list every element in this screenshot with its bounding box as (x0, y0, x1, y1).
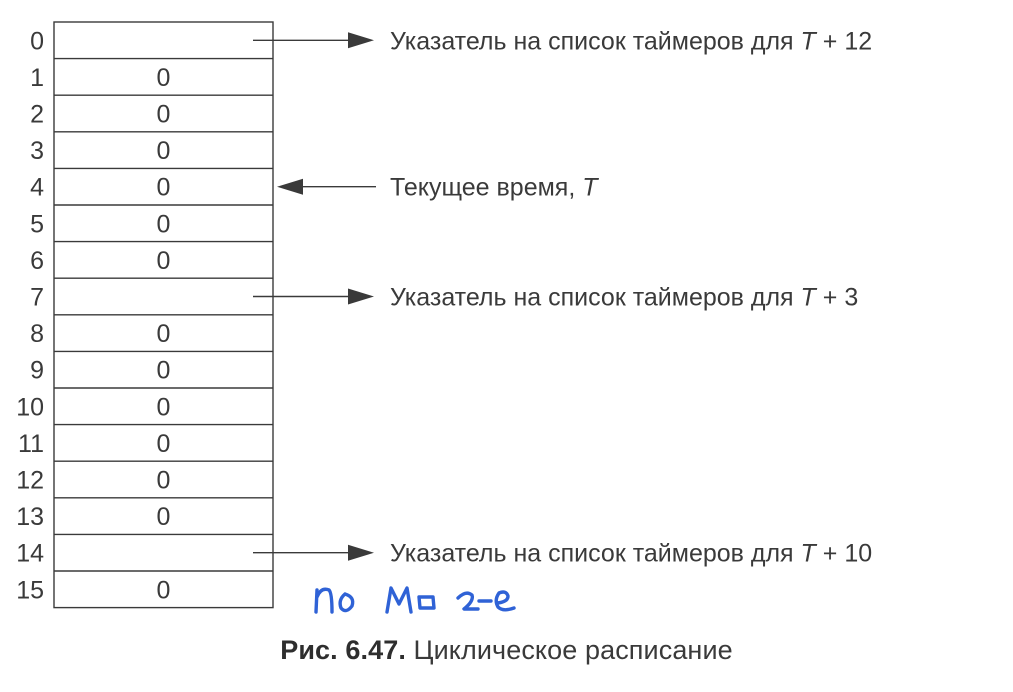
slot-index: 5 (30, 210, 44, 238)
figure-caption: Рис. 6.47. Циклическое расписание (0, 635, 1013, 666)
arrowhead (348, 544, 374, 561)
slot-value: 0 (157, 320, 171, 348)
slot-value: 0 (157, 137, 171, 165)
slot-value: 0 (157, 430, 171, 458)
slot-index: 7 (30, 284, 44, 312)
slot-index: 11 (18, 430, 44, 458)
annotation-variable: T (801, 284, 818, 312)
slot-value: 0 (157, 503, 171, 531)
slot-index: 4 (30, 174, 44, 202)
annotation-prefix: Указатель на список таймеров для (390, 27, 801, 55)
annotation-variable: T (582, 174, 599, 202)
slot-index: 6 (30, 247, 44, 275)
annotation-prefix: Указатель на список таймеров для (390, 284, 801, 312)
annotation-variable: T (801, 27, 818, 55)
slot-index: 12 (16, 467, 44, 495)
slot-value: 0 (157, 357, 171, 385)
slot-index: 10 (16, 393, 44, 421)
caption-label: Рис. 6.47. (280, 635, 406, 665)
arrowhead (348, 288, 374, 305)
slot-index: 9 (30, 357, 44, 385)
annotation-label: Указатель на список таймеров для T + 10 (390, 540, 872, 568)
slot-value: 0 (157, 101, 171, 129)
annotation-variable: T (801, 540, 818, 568)
pointer-annotations: Указатель на список таймеров для T + 12 Т… (253, 27, 872, 568)
annotation-suffix: + 3 (816, 284, 858, 312)
annotation-suffix: + 10 (816, 540, 872, 568)
slot-index: 1 (30, 64, 44, 92)
annotation-prefix: Текущее время, (390, 174, 582, 202)
slot-value: 0 (157, 393, 171, 421)
annotation-label: Указатель на список таймеров для T + 12 (390, 27, 872, 55)
annotation-row-7: Указатель на список таймеров для T + 3 (253, 284, 858, 312)
slot-value: 0 (157, 576, 171, 604)
slot-index: 15 (16, 576, 44, 604)
annotation-row-4: Текущее время, T (277, 174, 599, 202)
slot-value: 0 (157, 247, 171, 275)
slot-index: 2 (30, 101, 44, 129)
slot-index: 3 (30, 137, 44, 165)
slot-index: 0 (30, 27, 44, 55)
annotation-row-0: Указатель на список таймеров для T + 12 (253, 27, 872, 55)
slot-index: 13 (16, 503, 44, 531)
annotation-label: Указатель на список таймеров для T + 3 (390, 284, 858, 312)
slot-value: 0 (157, 174, 171, 202)
slot-value: 0 (157, 64, 171, 92)
slot-value: 0 (157, 467, 171, 495)
slot-index: 14 (16, 540, 44, 568)
slot-index: 8 (30, 320, 44, 348)
annotation-suffix: + 12 (816, 27, 872, 55)
annotation-prefix: Указатель на список таймеров для (390, 540, 801, 568)
annotation-label: Текущее время, T (390, 174, 599, 202)
arrowhead (348, 32, 374, 49)
slot-value: 0 (157, 210, 171, 238)
arrowhead (277, 178, 303, 195)
handwritten-note (314, 586, 516, 614)
caption-text: Циклическое расписание (405, 635, 733, 665)
annotation-row-14: Указатель на список таймеров для T + 10 (253, 540, 872, 568)
